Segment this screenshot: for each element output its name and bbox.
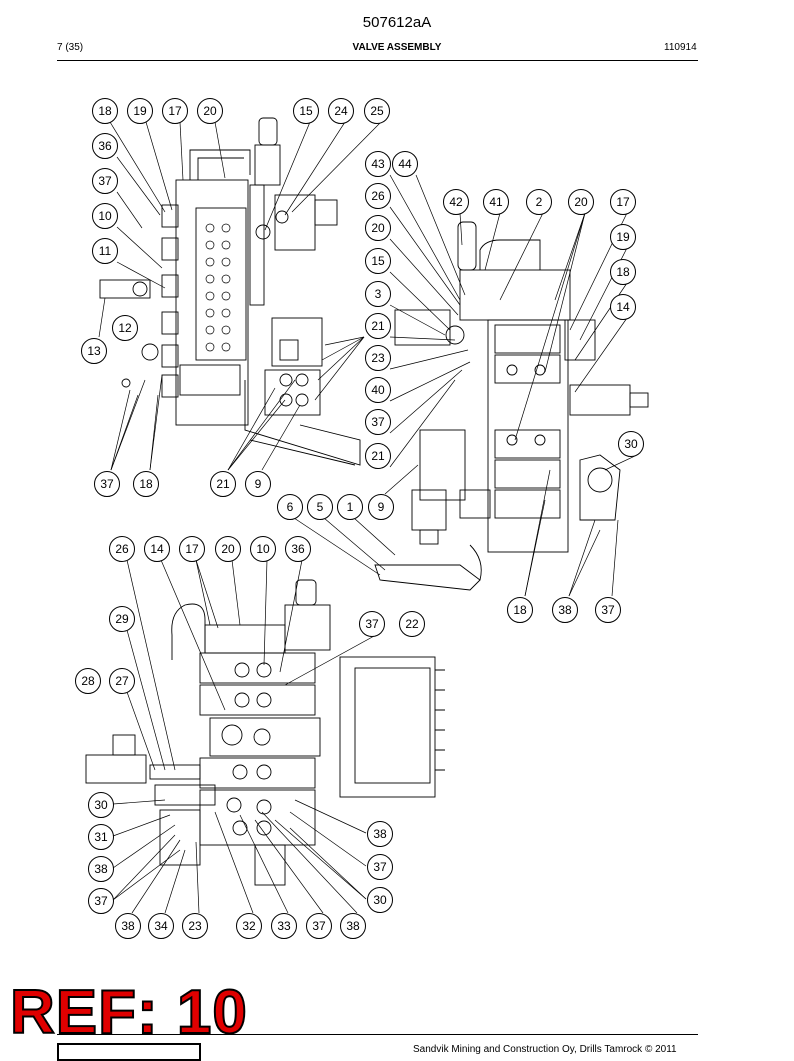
part-callout: 11 — [92, 238, 118, 264]
part-callout: 37 — [595, 597, 621, 623]
valve-bank-upper-left — [99, 117, 361, 466]
leader-lines-lower — [112, 559, 377, 914]
part-callout: 38 — [340, 913, 366, 939]
part-callout: 20 — [215, 536, 241, 562]
part-callout: 36 — [92, 133, 118, 159]
part-callout: 24 — [328, 98, 354, 124]
part-callout: 18 — [610, 259, 636, 285]
part-callout: 41 — [483, 189, 509, 215]
part-callout: 10 — [92, 203, 118, 229]
part-callout: 18 — [92, 98, 118, 124]
part-callout: 6 — [277, 494, 303, 520]
part-callout: 23 — [365, 345, 391, 371]
part-callout: 38 — [367, 821, 393, 847]
footer-copyright: Sandvik Mining and Construction Oy, Dril… — [413, 1044, 677, 1055]
header-rule — [57, 60, 698, 61]
part-callout: 26 — [109, 536, 135, 562]
part-callout: 44 — [392, 151, 418, 177]
part-callout: 37 — [94, 471, 120, 497]
part-callout: 5 — [307, 494, 333, 520]
part-callout: 18 — [507, 597, 533, 623]
part-callout: 20 — [365, 215, 391, 241]
part-callout: 23 — [182, 913, 208, 939]
part-callout: 15 — [365, 248, 391, 274]
part-callout: 18 — [133, 471, 159, 497]
ref-stamp: REF: 10 — [9, 978, 248, 1047]
part-callout: 14 — [144, 536, 170, 562]
leader-lines-upper-left — [98, 121, 382, 471]
part-callout: 21 — [365, 313, 391, 339]
part-callout: 37 — [306, 913, 332, 939]
part-callout: 31 — [88, 824, 114, 850]
part-callout: 37 — [88, 888, 114, 914]
part-callout: 37 — [92, 168, 118, 194]
part-callout: 38 — [552, 597, 578, 623]
part-callout: 38 — [115, 913, 141, 939]
page-title: VALVE ASSEMBLY — [352, 42, 442, 53]
part-callout: 30 — [88, 792, 114, 818]
part-callout: 15 — [293, 98, 319, 124]
part-callout: 10 — [250, 536, 276, 562]
part-callout: 19 — [127, 98, 153, 124]
page-number: 7 (35) — [57, 42, 84, 53]
leader-lines-upper-right — [293, 174, 638, 597]
part-callout: 21 — [210, 471, 236, 497]
valve-bank-upper-right — [374, 221, 649, 591]
part-callout: 22 — [399, 611, 425, 637]
part-callout: 37 — [359, 611, 385, 637]
part-callout: 43 — [365, 151, 391, 177]
part-callout: 29 — [109, 606, 135, 632]
document-date: 110914 — [664, 42, 697, 53]
part-callout: 19 — [610, 224, 636, 250]
part-callout: 20 — [197, 98, 223, 124]
part-callout: 17 — [179, 536, 205, 562]
part-callout: 21 — [365, 443, 391, 469]
part-callout: 13 — [81, 338, 107, 364]
part-callout: 9 — [245, 471, 271, 497]
sandvik-logo — [57, 1043, 201, 1061]
part-callout: 25 — [364, 98, 390, 124]
part-callout: 30 — [618, 431, 644, 457]
part-callout: 28 — [75, 668, 101, 694]
part-callout: 9 — [368, 494, 394, 520]
part-callout: 27 — [109, 668, 135, 694]
part-callout: 34 — [148, 913, 174, 939]
part-callout: 30 — [367, 887, 393, 913]
document-code: 507612aA — [362, 14, 432, 31]
part-callout: 36 — [285, 536, 311, 562]
part-callout: 26 — [365, 183, 391, 209]
part-callout: 2 — [526, 189, 552, 215]
part-callout: 32 — [236, 913, 262, 939]
part-callout: 33 — [271, 913, 297, 939]
part-callout: 20 — [568, 189, 594, 215]
part-callout: 37 — [365, 409, 391, 435]
part-callout: 40 — [365, 377, 391, 403]
valve-bank-lower — [85, 579, 445, 886]
footer-rule — [57, 1034, 698, 1035]
part-callout: 17 — [162, 98, 188, 124]
part-callout: 38 — [88, 856, 114, 882]
part-callout: 3 — [365, 281, 391, 307]
part-callout: 42 — [443, 189, 469, 215]
part-callout: 37 — [367, 854, 393, 880]
part-callout: 12 — [112, 315, 138, 341]
part-callout: 17 — [610, 189, 636, 215]
part-callout: 14 — [610, 294, 636, 320]
part-callout: 1 — [337, 494, 363, 520]
